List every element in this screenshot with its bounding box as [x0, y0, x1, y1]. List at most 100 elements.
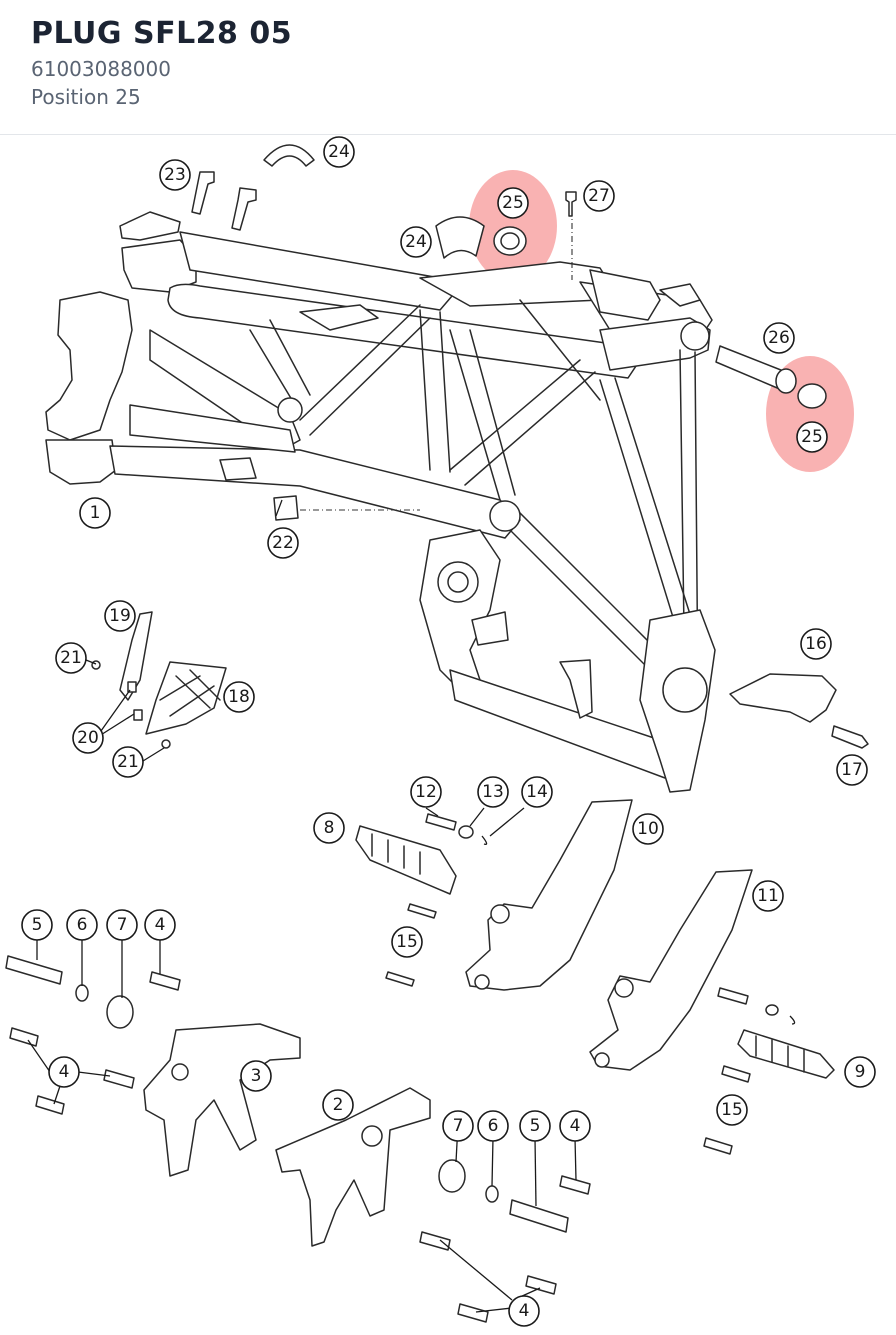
callout-8[interactable]: 8	[313, 812, 345, 844]
svg-text:10: 10	[637, 819, 659, 839]
callout-14[interactable]: 14	[521, 776, 553, 808]
bolt-4c	[559, 1175, 591, 1195]
svg-text:3: 3	[251, 1066, 262, 1086]
svg-text:4: 4	[519, 1301, 530, 1321]
callout-17[interactable]: 17	[836, 754, 868, 786]
svg-text:21: 21	[117, 752, 139, 772]
callout-20[interactable]: 20	[72, 722, 104, 754]
bolt-4a	[149, 971, 181, 991]
callout-13[interactable]: 13	[477, 776, 509, 808]
callout-1[interactable]: 1	[79, 497, 111, 529]
part-number: 61003088000	[31, 57, 171, 81]
svg-text:23: 23	[164, 165, 186, 185]
callout-5-right[interactable]: 5	[519, 1110, 551, 1142]
rearset-10	[465, 799, 633, 991]
callout-16[interactable]: 16	[800, 628, 832, 660]
rearset-11	[589, 869, 753, 1071]
svg-text:14: 14	[526, 782, 548, 802]
svg-text:25: 25	[502, 193, 524, 213]
clamp-24b	[435, 216, 485, 259]
callout-26[interactable]: 26	[763, 322, 795, 354]
svg-text:4: 4	[570, 1116, 581, 1136]
exploded-parts-diagram: 25 25 23 24 24 27 26 1 22 19 21 18 20 21…	[5, 136, 876, 1327]
washer-6a	[75, 984, 89, 1002]
guard-18	[145, 661, 227, 735]
callout-21-top[interactable]: 21	[55, 642, 87, 674]
svg-text:24: 24	[328, 142, 350, 162]
callout-9[interactable]: 9	[844, 1056, 876, 1088]
callout-12[interactable]: 12	[410, 776, 442, 808]
svg-text:7: 7	[453, 1116, 464, 1136]
callout-4-left-top[interactable]: 4	[144, 909, 176, 941]
svg-text:8: 8	[324, 818, 335, 838]
bolt-15b	[721, 1065, 751, 1083]
bolt-27	[565, 191, 577, 217]
callout-7-right[interactable]: 7	[442, 1110, 474, 1142]
stud-23b	[231, 187, 257, 231]
svg-text:15: 15	[396, 932, 418, 952]
part-position: Position 25	[31, 85, 141, 109]
washer-13	[458, 825, 474, 839]
svg-text:22: 22	[272, 533, 294, 553]
callout-22[interactable]: 22	[267, 527, 299, 559]
callout-19[interactable]: 19	[104, 600, 136, 632]
bolt-5a	[5, 955, 63, 985]
svg-text:4: 4	[59, 1062, 70, 1082]
part-title: PLUG SFL28 05	[31, 16, 293, 51]
heel-guard-16	[729, 673, 837, 723]
callout-25-right[interactable]: 25	[796, 421, 828, 453]
svg-text:20: 20	[77, 728, 99, 748]
frame-drawing	[45, 210, 716, 793]
callout-15-right[interactable]: 15	[716, 1094, 748, 1126]
svg-text:25: 25	[801, 427, 823, 447]
callout-11[interactable]: 11	[752, 880, 784, 912]
callout-24-top[interactable]: 24	[323, 136, 355, 168]
clip-22	[273, 495, 299, 521]
callout-25-top[interactable]: 25	[497, 187, 529, 219]
clip-20a	[127, 681, 137, 693]
bolt-17	[831, 725, 869, 749]
stud-23a	[191, 171, 215, 215]
bushing-7b	[438, 1159, 466, 1193]
callout-24-mid[interactable]: 24	[400, 226, 432, 258]
callout-6-left[interactable]: 6	[66, 909, 98, 941]
svg-text:1: 1	[90, 503, 101, 523]
svg-text:6: 6	[488, 1116, 499, 1136]
bracket-2	[275, 1087, 431, 1247]
highlight-25-top	[469, 170, 557, 282]
clamp-24a	[263, 144, 315, 167]
callout-27[interactable]: 27	[583, 180, 615, 212]
callout-6-right[interactable]: 6	[477, 1110, 509, 1142]
bolt-5b	[509, 1199, 569, 1233]
part-header: PLUG SFL28 05 61003088000 Position 25	[0, 0, 896, 135]
callout-21-bottom[interactable]: 21	[112, 746, 144, 778]
callout-18[interactable]: 18	[223, 681, 255, 713]
svg-text:6: 6	[77, 915, 88, 935]
svg-text:16: 16	[805, 634, 827, 654]
svg-text:19: 19	[109, 606, 131, 626]
callout-4-right-bottom[interactable]: 4	[508, 1295, 540, 1327]
callout-23[interactable]: 23	[159, 159, 191, 191]
svg-text:2: 2	[333, 1095, 344, 1115]
callout-10[interactable]: 10	[632, 813, 664, 845]
svg-text:9: 9	[855, 1062, 866, 1082]
screw-21b	[161, 739, 171, 749]
svg-text:4: 4	[155, 915, 166, 935]
svg-text:13: 13	[482, 782, 504, 802]
svg-text:11: 11	[757, 886, 779, 906]
plug-25b	[797, 383, 827, 409]
bushing-7a	[106, 995, 134, 1029]
callout-4-left-bottom[interactable]: 4	[48, 1056, 80, 1088]
callout-15-left[interactable]: 15	[391, 926, 423, 958]
svg-text:17: 17	[841, 760, 863, 780]
svg-text:21: 21	[60, 648, 82, 668]
callout-2[interactable]: 2	[322, 1089, 354, 1121]
svg-text:12: 12	[415, 782, 437, 802]
callout-7-left[interactable]: 7	[106, 909, 138, 941]
svg-text:7: 7	[117, 915, 128, 935]
footpeg-9	[737, 1029, 835, 1079]
clip-14	[481, 835, 488, 845]
callout-5-left[interactable]: 5	[21, 909, 53, 941]
callout-3[interactable]: 3	[240, 1060, 272, 1092]
callout-4-right-top[interactable]: 4	[559, 1110, 591, 1142]
